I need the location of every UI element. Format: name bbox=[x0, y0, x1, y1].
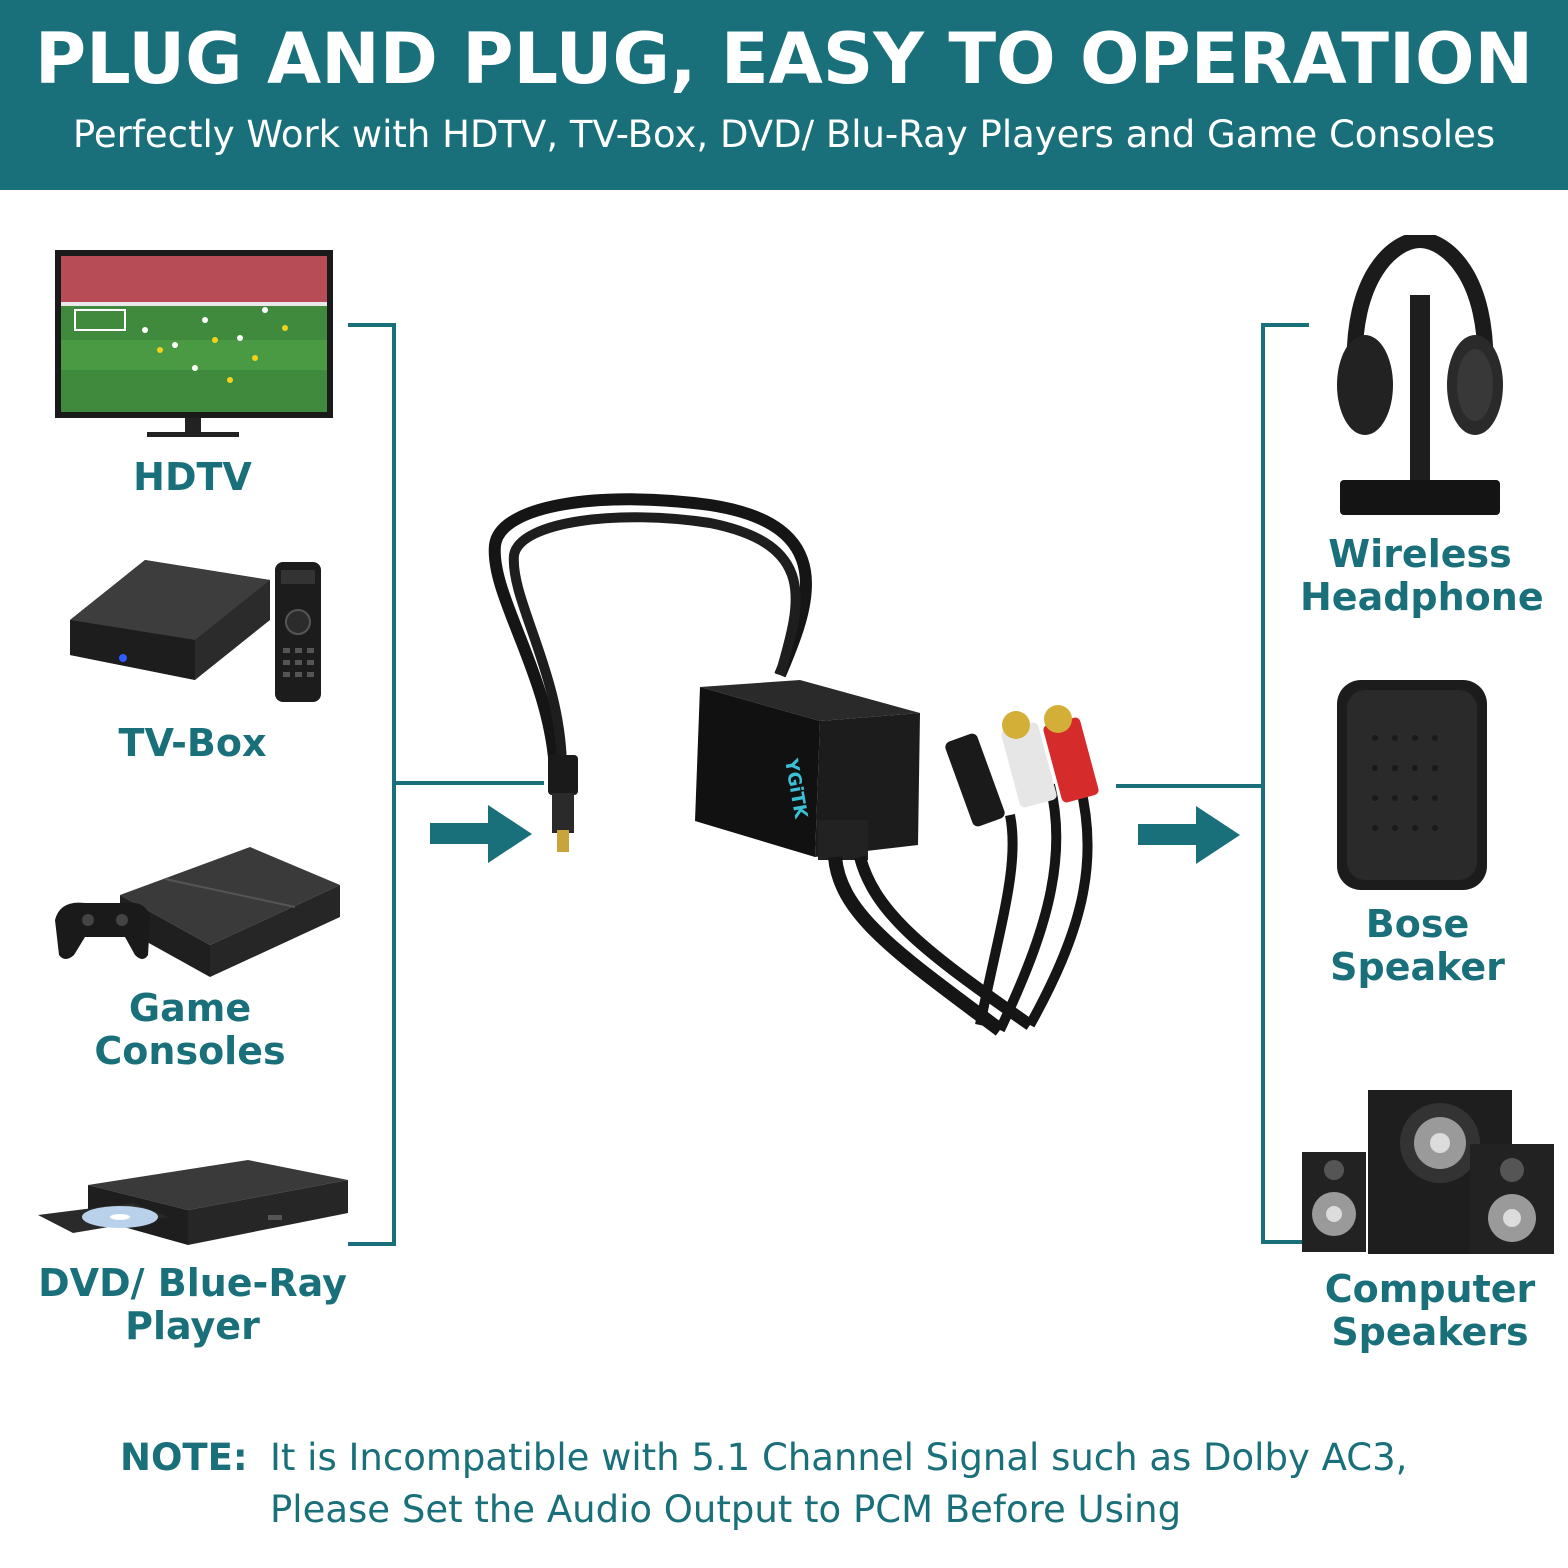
tv-box-image bbox=[70, 560, 321, 702]
left-connector-line bbox=[396, 781, 544, 785]
blu-ray-player-image bbox=[38, 1160, 348, 1245]
right-bracket-top-line bbox=[1261, 323, 1309, 327]
adapter-product-image: YGiTK bbox=[488, 493, 1099, 1036]
input-label-tv-box: TV-Box bbox=[118, 721, 267, 765]
left-bracket-vertical-line bbox=[392, 323, 396, 1246]
right-bracket-bottom-line bbox=[1261, 1240, 1309, 1244]
arrow-right-icon bbox=[430, 805, 532, 863]
input-label-game-consoles: Game Consoles bbox=[94, 986, 286, 1073]
right-bracket-vertical-line bbox=[1261, 323, 1265, 1244]
note-text: It is Incompatible with 5.1 Channel Sign… bbox=[270, 1436, 1408, 1531]
game-console-image bbox=[55, 847, 340, 977]
page-subtitle: Perfectly Work with HDTV, TV-Box, DVD/ B… bbox=[72, 113, 1496, 156]
output-label-wireless-headphone: Wireless Headphone bbox=[1300, 532, 1544, 619]
bose-speaker-image bbox=[1337, 680, 1487, 890]
arrow-right-icon-2 bbox=[1138, 806, 1240, 864]
left-bracket-bottom-line bbox=[348, 1242, 396, 1246]
input-label-dvd-blu-ray-player: DVD/ Blue-Ray Player bbox=[38, 1261, 347, 1348]
right-connector-line bbox=[1116, 784, 1264, 788]
output-label-computer-speakers: Computer Speakers bbox=[1324, 1267, 1536, 1354]
wireless-headphone-image bbox=[1337, 235, 1503, 515]
input-label-hdtv: HDTV bbox=[133, 455, 252, 499]
output-label-bose-speaker: Bose Speaker bbox=[1330, 902, 1505, 989]
computer-speakers-image bbox=[1302, 1090, 1554, 1254]
left-bracket-top-line bbox=[348, 323, 396, 327]
note-label: NOTE: bbox=[120, 1436, 248, 1479]
header-banner: PLUG AND PLUG, EASY TO OPERATION Perfect… bbox=[0, 0, 1568, 190]
hdtv-image bbox=[55, 250, 333, 437]
page-title: PLUG AND PLUG, EASY TO OPERATION bbox=[34, 18, 1534, 100]
